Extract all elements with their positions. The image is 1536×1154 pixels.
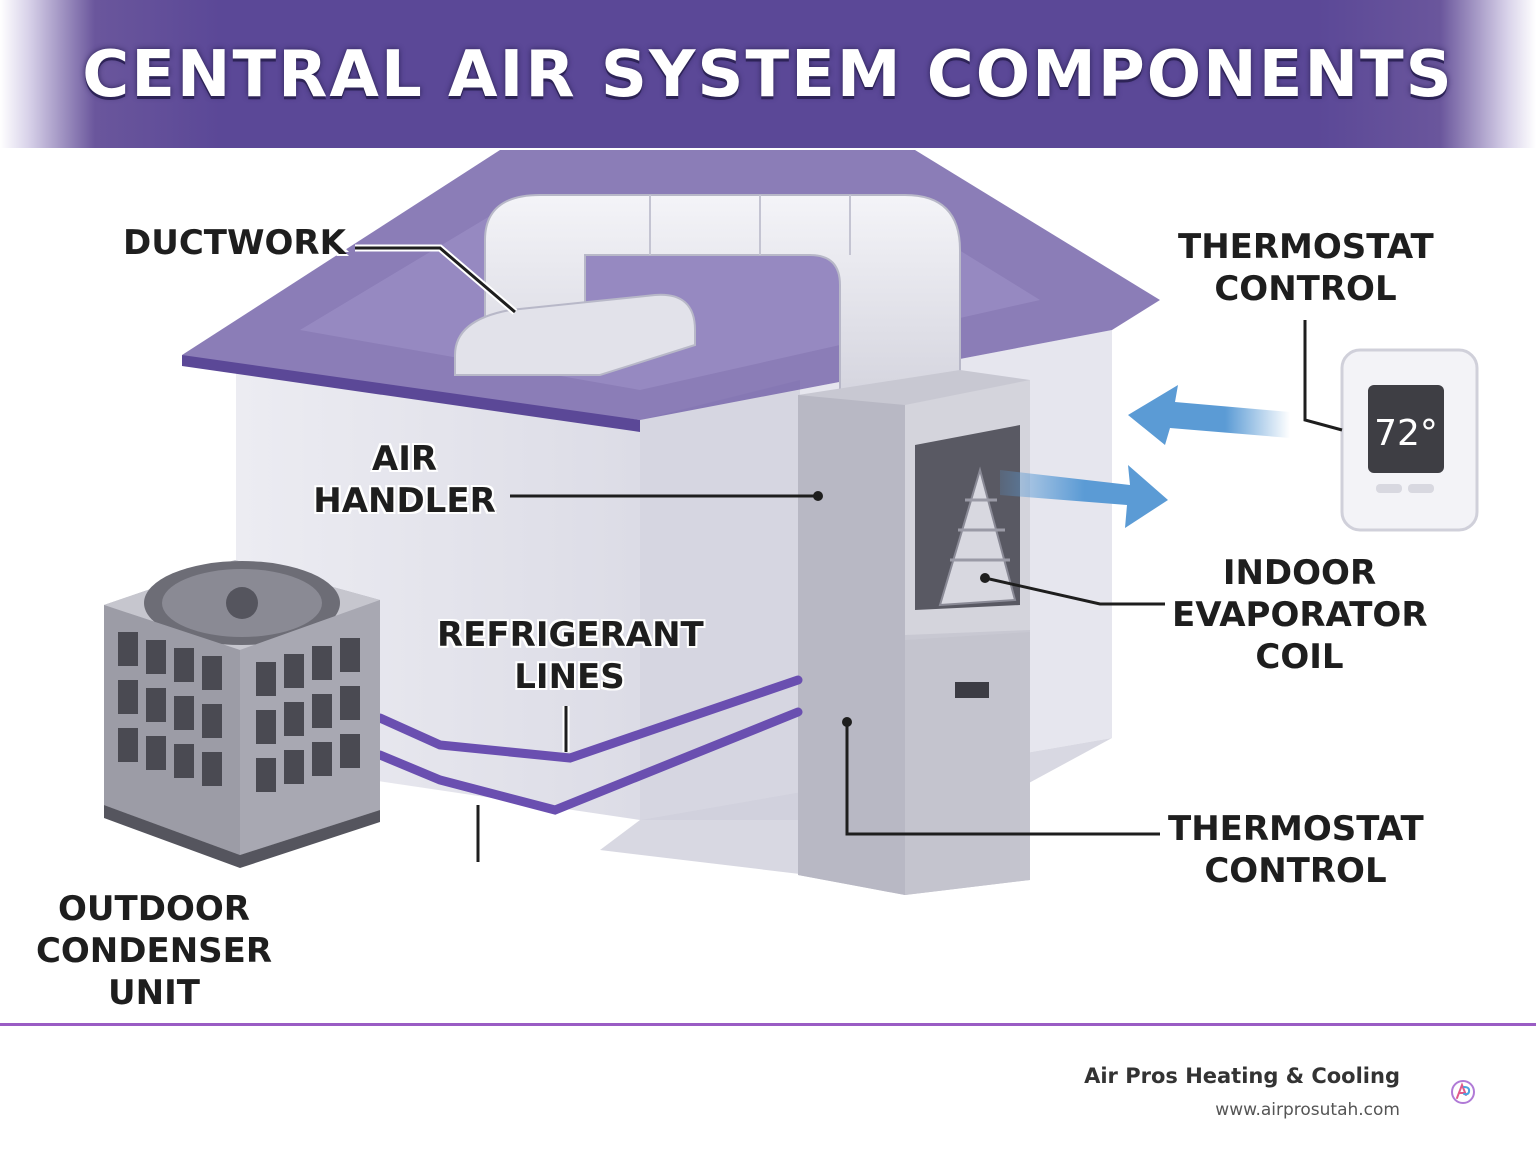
leader-lines <box>355 244 1343 862</box>
leader-dots <box>813 491 990 727</box>
label-line: LINES <box>514 657 625 697</box>
airflow-arrow-icon <box>1000 385 1290 528</box>
label-line: THERMOSTAT <box>1178 227 1434 267</box>
label-line: CONTROL <box>1204 851 1387 891</box>
label-ductwork: DUCTWORK <box>123 222 346 264</box>
label-line: EVAPORATOR <box>1172 595 1428 635</box>
label-line: REFRIGERANT <box>437 615 704 655</box>
thermostat-readout: 72° <box>1374 413 1438 454</box>
label-line: AIR <box>371 439 438 479</box>
label-thermostat-control-bottom: THERMOSTAT CONTROL <box>1168 808 1424 892</box>
label-outdoor-condenser-unit: OUTDOOR CONDENSER UNIT <box>34 888 274 1014</box>
refrigerant-lines <box>375 675 803 815</box>
label-air-handler: AIR HANDLER <box>312 438 497 522</box>
label-line: THERMOSTAT <box>1168 809 1424 849</box>
page-title: CENTRAL AIR SYSTEM COMPONENTS <box>82 38 1454 112</box>
company-logo-icon <box>1451 1080 1475 1104</box>
company-website: www.airprosutah.com <box>1215 1100 1400 1120</box>
company-name: Air Pros Heating & Cooling <box>1084 1064 1400 1088</box>
label-line: COIL <box>1255 637 1344 677</box>
label-refrigerant-lines: REFRIGERANT LINES <box>437 614 704 698</box>
label-indoor-evaporator-coil: INDOOR EVAPORATOR COIL <box>1172 552 1428 678</box>
air-handler-cabinet <box>798 370 1030 895</box>
footer-divider <box>0 1023 1536 1026</box>
thermostat-icon: 72° <box>1340 348 1479 532</box>
ductwork <box>454 194 961 401</box>
label-line: CONTROL <box>1214 269 1397 309</box>
title-banner: CENTRAL AIR SYSTEM COMPONENTS <box>0 0 1536 148</box>
condenser-fan-icon <box>104 560 380 868</box>
label-thermostat-control-top: THERMOSTAT CONTROL <box>1178 226 1434 310</box>
label-line: UNIT <box>108 973 200 1013</box>
label-line: INDOOR <box>1222 553 1377 593</box>
label-line: HANDLER <box>313 481 496 521</box>
label-line: CONDENSER <box>35 931 273 971</box>
label-ductwork-text: DUCTWORK <box>123 223 346 263</box>
label-line: OUTDOOR <box>58 889 250 929</box>
